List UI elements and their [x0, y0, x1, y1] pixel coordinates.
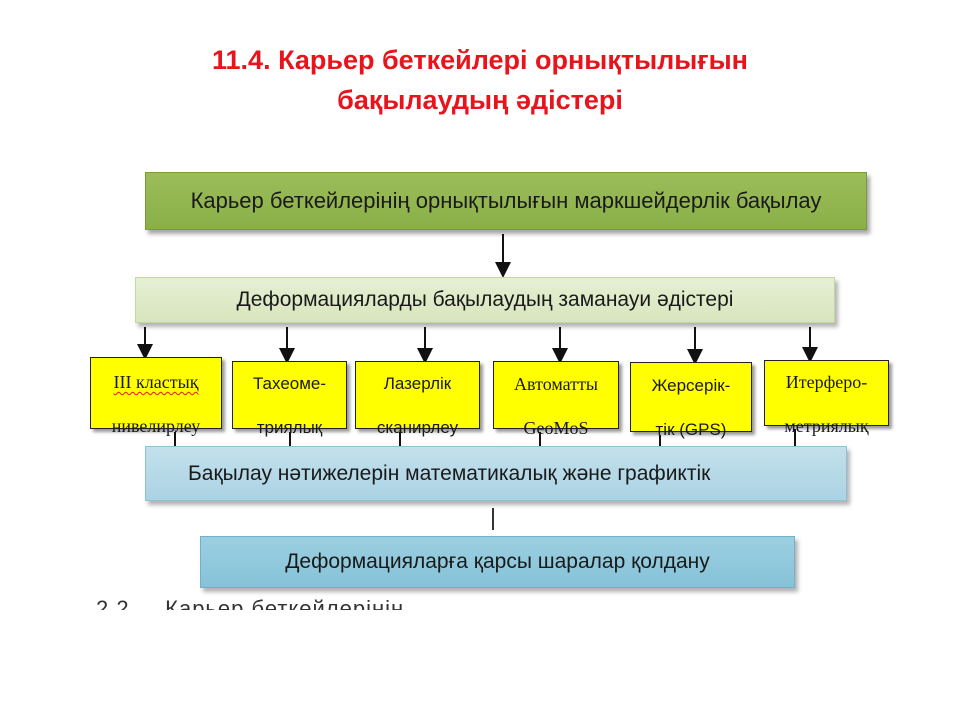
- title-line-1: 11.4. Карьер беткейлері орнықтылығын: [212, 45, 748, 75]
- method-leveling-box: III кластық нивелирлеу: [90, 357, 222, 436]
- method-5-line-1: Жерсерік-: [651, 376, 731, 395]
- countermeasures-box: Деформацияларға қарсы шаралар қолдану: [200, 536, 795, 588]
- method-2-line-1: Тахеоме-: [252, 374, 327, 393]
- method-laser-scanning-box: Лазерлік сканирлеу: [355, 361, 480, 437]
- method-1-line-2: нивелирлеу: [111, 416, 201, 436]
- method-1-line-1: III кластық: [113, 372, 199, 392]
- method-4-line-1: Автоматты: [514, 374, 598, 394]
- method-3-line-2: сканирлеу: [376, 418, 459, 437]
- method-4-line-2: GeoMoS: [523, 418, 589, 438]
- results-processing-box: Бақылау нәтижелерін математикалық және г…: [145, 446, 847, 501]
- method-interferometry-box: Итерферо- метриялық: [764, 360, 889, 436]
- modern-methods-box: Деформацияларды бақылаудың заманауи әдіс…: [135, 277, 835, 323]
- slide-title: 11.4. Карьер беткейлері орнықтылығын бақ…: [80, 40, 880, 120]
- method-2-line-2: триялық: [256, 418, 323, 437]
- method-6-line-1: Итерферо-: [785, 372, 868, 392]
- method-tacheometry-box: Тахеоме- триялық: [232, 361, 347, 437]
- cropped-caption-text: 2.2 ... Карьер беткейлерінің ... ... ...…: [96, 596, 518, 610]
- method-geomos-box: Автоматты GeoMoS: [493, 361, 619, 438]
- method-3-line-1: Лазерлік: [383, 374, 452, 393]
- title-line-2: бақылаудың әдістері: [337, 85, 623, 115]
- method-gps-box: Жерсерік- тік (GPS): [630, 362, 752, 439]
- monitoring-box: Карьер беткейлерінің орнықтылығын маркше…: [145, 172, 867, 230]
- method-5-line-2: тік (GPS): [655, 420, 727, 439]
- method-6-line-2: метриялық: [784, 416, 869, 436]
